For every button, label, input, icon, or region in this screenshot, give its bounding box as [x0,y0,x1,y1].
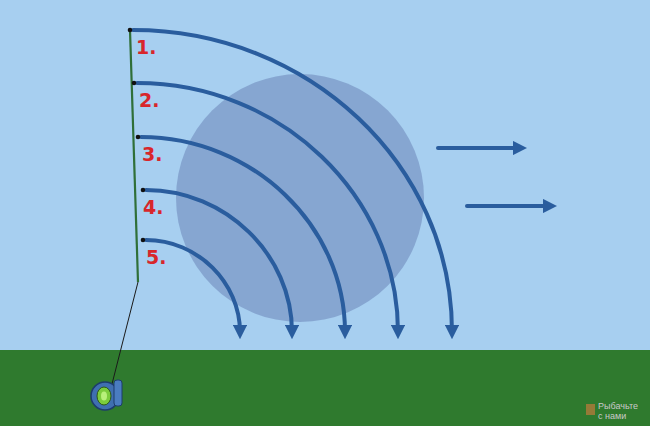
trajectory-arc [137,83,398,332]
trajectory-arc [146,190,292,332]
watermark-logo [586,404,595,415]
rod-guides [128,28,146,243]
rod [130,30,138,282]
wind-arrow [438,146,520,150]
watermark: Рыбачьте с нами [598,402,642,422]
wind-arrow [467,204,550,208]
callout-number: 3. [142,145,162,164]
callout-number: 4. [143,198,163,217]
trajectory-arc [133,30,452,332]
callout-number: 2. [139,91,159,110]
cast-zone-circle [176,74,424,322]
ground [0,350,650,426]
trajectory-arcs [133,30,550,332]
reel [91,380,122,410]
callout-number: 1. [136,38,156,57]
callout-number: 5. [146,248,166,267]
fishing-line [112,282,138,384]
trajectory-arc [146,240,240,332]
trajectory-arc [141,137,345,332]
